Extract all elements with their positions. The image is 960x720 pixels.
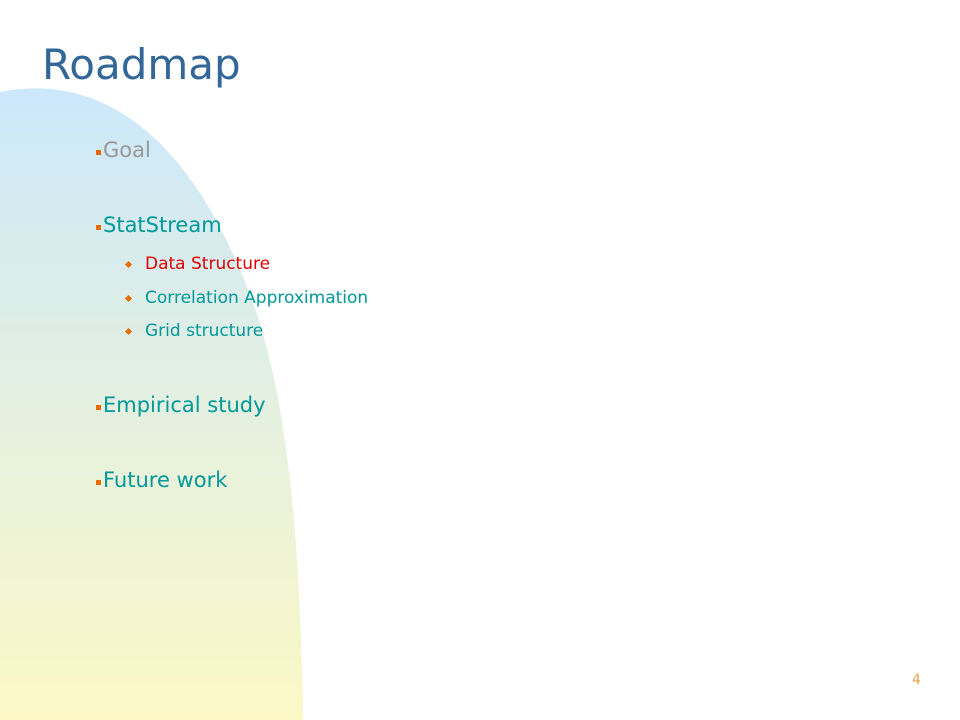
sub-bullet-label: Grid structure <box>145 321 264 341</box>
sub-bullet-label: Correlation Approximation <box>145 288 369 308</box>
diamond-bullet-icon <box>125 295 132 302</box>
bullet-label: Future work <box>103 468 228 492</box>
diamond-bullet-icon <box>125 328 132 335</box>
bullet-label: StatStream <box>103 213 222 237</box>
page-number: 4 <box>912 672 921 688</box>
diamond-bullet-icon <box>125 261 132 268</box>
square-bullet-icon <box>96 480 101 485</box>
square-bullet-icon <box>96 405 101 410</box>
square-bullet-icon <box>96 225 101 230</box>
bullet-label: Goal <box>103 138 151 162</box>
sub-bullet-label: Data Structure <box>145 254 271 274</box>
square-bullet-icon <box>96 150 101 155</box>
slide-title: Roadmap <box>42 40 241 89</box>
bullet-label: Empirical study <box>103 393 266 417</box>
